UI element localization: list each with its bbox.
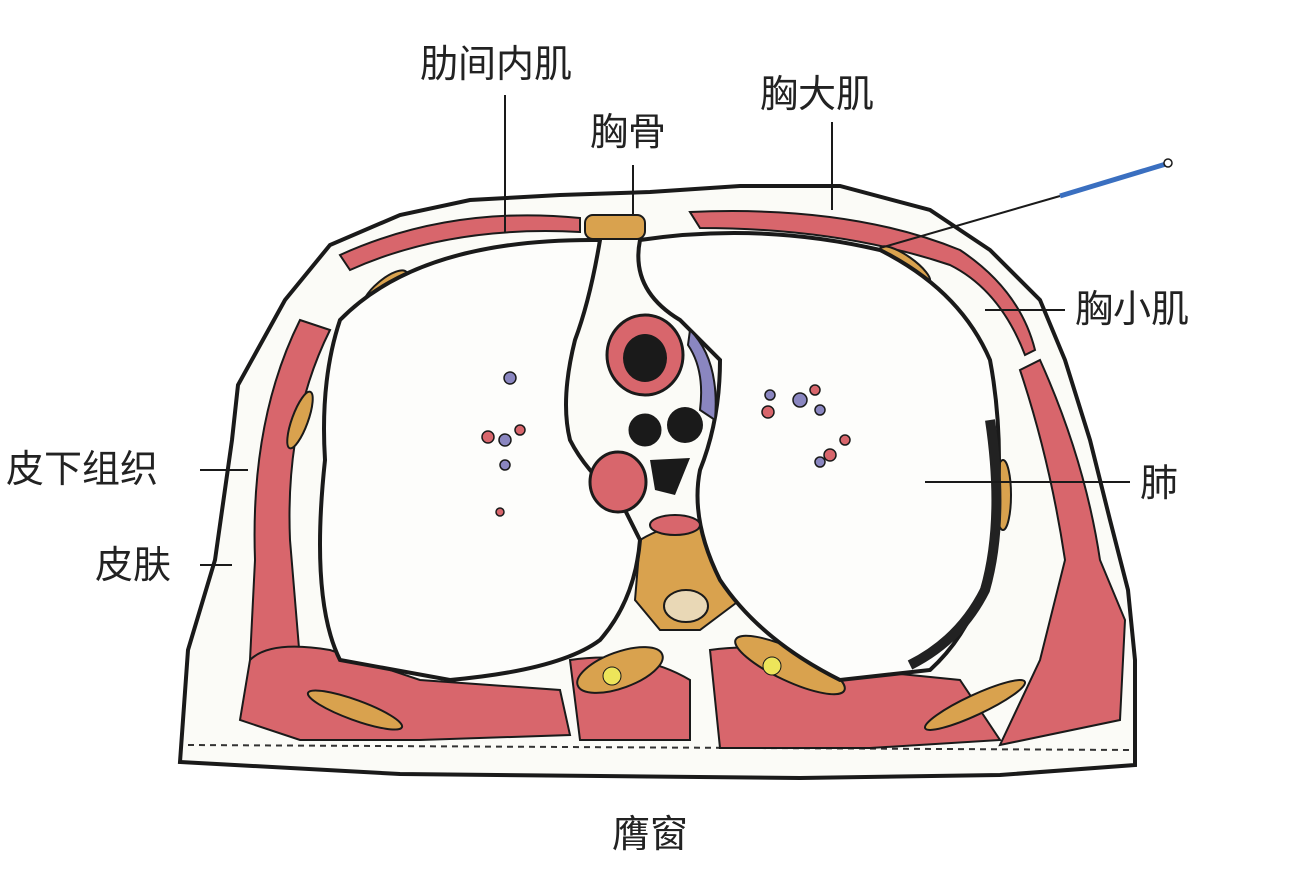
label-pectoralis-minor: 胸小肌 xyxy=(1075,287,1190,331)
pectoralis-major-muscle xyxy=(338,214,581,272)
muscle-right-wall xyxy=(998,358,1127,747)
label-pectoralis-major: 胸大肌 xyxy=(760,72,875,116)
label-subcutaneous-tissue: 皮下组织 xyxy=(6,447,159,491)
sternum-bone xyxy=(584,214,646,240)
label-lung: 肺 xyxy=(1140,461,1179,505)
label-intercostal-internal: 肋间内肌 xyxy=(420,42,573,86)
label-skin: 皮肤 xyxy=(95,543,172,587)
acupuncture-needle-handle xyxy=(1059,161,1167,199)
left-lung xyxy=(318,237,643,683)
acupuncture-needle-shaft xyxy=(879,195,1061,249)
pulmonary-vessels xyxy=(481,371,851,517)
label-sternum: 胸骨 xyxy=(590,110,667,154)
label-acupoint: 膺窗 xyxy=(612,812,689,856)
back-muscles xyxy=(238,645,572,741)
leader-lines xyxy=(200,95,1130,566)
